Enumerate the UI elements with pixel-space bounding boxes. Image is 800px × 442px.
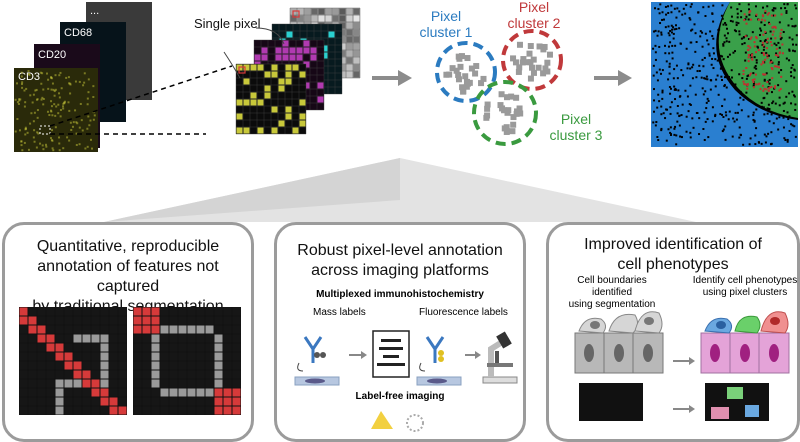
label-free-icon [371,411,424,432]
fluorescence-labels-caption: Fluorescence labels [419,307,508,318]
fluorescence-antibody-icon [416,336,462,386]
channel-label-extra: ... [90,5,99,17]
mass-labels-caption: Mass labels [313,307,366,318]
channel-label-cd20: CD20 [38,49,66,61]
panel-imaging-platforms: Robust pixel-level annotation across ima… [274,222,526,442]
panel-1-illustration [19,307,241,415]
panel-2-title: Robust pixel-level annotation across ima… [297,242,503,279]
channel-stack: ... CD68 CD20 CD3 [14,2,233,152]
cluster-1-ring [435,41,497,103]
pixel-grid-stack: Single pixel [194,7,361,135]
expansion-funnel-shade [104,158,400,222]
panel-3-illustration [574,311,790,421]
panel-segmentation: Quantitative, reproducible annotation of… [2,222,254,442]
zoom-line-top [49,65,233,127]
segmented-cells-icon [574,311,664,374]
panel-3-title: Improved identification of cell phenotyp… [584,236,762,273]
pixel-cluster-caption: Identify cell phenotypes using pixel clu… [692,275,798,298]
single-pixel-label: Single pixel [194,16,261,31]
phenotype-cells-icon [700,311,790,374]
flow-arrow-2-head [618,70,632,86]
flow-arrow-1-head [398,70,412,86]
pixel-cluster-map [651,2,798,147]
multiplexed-label: Multiplexed immunohistochemistry [316,289,484,300]
panel-cell-phenotypes: Improved identification of cell phenotyp… [546,222,800,442]
channel-label-cd3: CD3 [18,71,40,83]
mass-antibody-icon [294,336,340,386]
zoom-box [39,125,51,135]
single-pixel-pointer-2 [223,51,241,79]
segmentation-grid-preview [579,383,643,421]
cluster-3-ring [472,80,538,146]
panel-2-illustration [294,330,518,432]
label-free-label: Label-free imaging [355,391,445,402]
microscope-icon [482,331,518,384]
segmentation-caption: Cell boundaries identified using segment… [568,275,656,310]
cluster-2-ring [501,29,563,91]
single-pixel-pointer [255,27,285,45]
channel-label-cd68: CD68 [64,27,92,39]
mass-spectrometer-icon [372,330,410,378]
